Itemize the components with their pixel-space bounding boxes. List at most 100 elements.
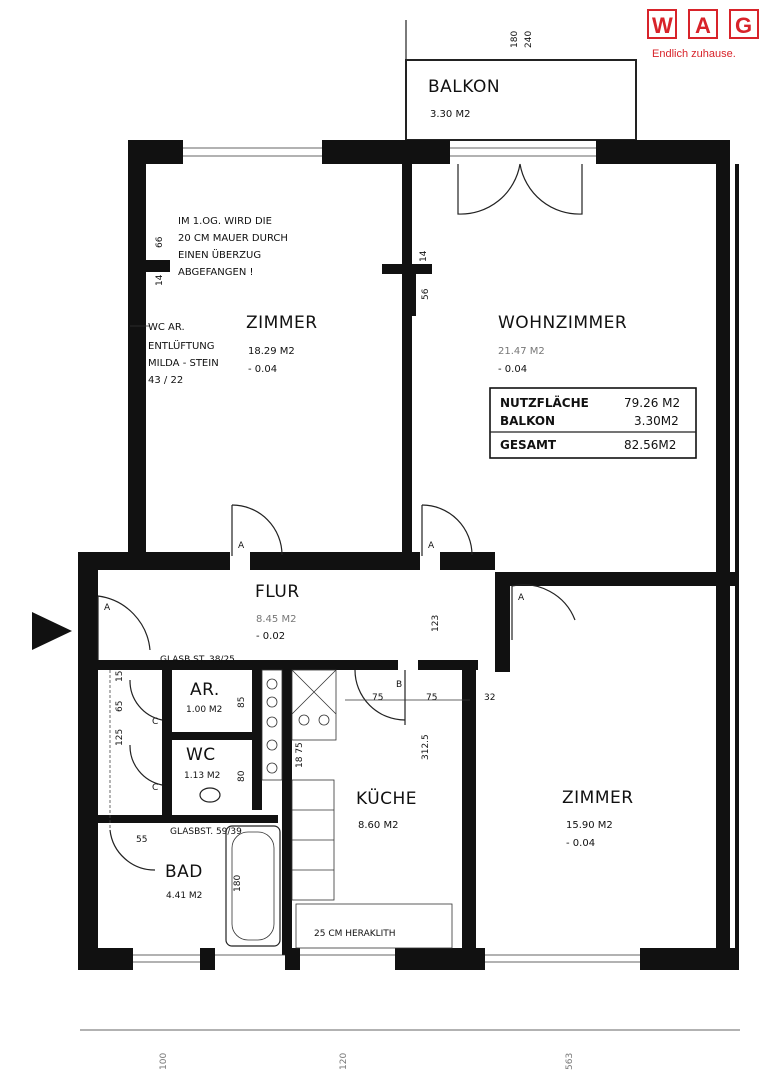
room-level-flur: - 0.02 xyxy=(256,631,285,642)
dim-bottom-3: 563 xyxy=(565,1053,575,1070)
room-area-zimmer-2: 15.90 M2 xyxy=(566,820,613,831)
dim-65: 65 xyxy=(115,701,125,712)
balcony-door xyxy=(457,163,583,215)
room-area-bad: 4.41 M2 xyxy=(166,891,202,901)
room-level-wohnzimmer: - 0.04 xyxy=(498,364,527,375)
door-entrance: A xyxy=(97,595,151,660)
logo-tagline: Endlich zuhause. xyxy=(652,48,736,60)
summary-label-gesamt: GESAMT xyxy=(500,438,557,452)
room-name-ar: AR. xyxy=(190,680,220,700)
wall-note-line-3: EINEN ÜBERZUG xyxy=(178,248,261,261)
vent-note-line-2: ENTLÜFTUNG xyxy=(148,339,215,352)
walls xyxy=(78,140,739,970)
room-level-zimmer-2: - 0.04 xyxy=(566,838,595,849)
dim-66: 66 xyxy=(155,236,165,248)
dim-15: 15 xyxy=(115,671,125,682)
dim-75b: 75 xyxy=(426,693,437,703)
room-name-flur: FLUR xyxy=(255,582,300,602)
room-area-flur: 8.45 M2 xyxy=(256,614,296,625)
room-area-ar: 1.00 M2 xyxy=(186,705,222,715)
heraklith-note: 25 CM HERAKLITH xyxy=(314,929,396,939)
room-ar: AR. 1.00 M2 xyxy=(186,680,222,715)
room-kueche: KÜCHE 8.60 M2 25 CM HERAKLITH 312.5 xyxy=(291,734,453,949)
dim-80: 80 xyxy=(237,770,247,782)
room-wohnzimmer: WOHNZIMMER 21.47 M2 - 0.04 xyxy=(498,313,627,375)
room-zimmer-2: ZIMMER 15.90 M2 - 0.04 xyxy=(562,788,634,849)
area-summary-table: NUTZFLÄCHE 79.26 M2 BALKON 3.30M2 GESAMT… xyxy=(489,387,697,459)
room-area-balkon: 3.30 M2 xyxy=(430,109,470,120)
room-name-bad: BAD xyxy=(165,862,203,882)
dim-bottom-1: 100 xyxy=(159,1053,169,1070)
room-name-zimmer-1: ZIMMER xyxy=(246,313,318,333)
room-name-zimmer-2: ZIMMER xyxy=(562,788,634,808)
vent-note-line-4: 43 / 22 xyxy=(148,375,183,386)
door-zimmer1: A xyxy=(231,504,283,556)
pillar-marker: 14 56 xyxy=(382,250,432,316)
room-area-kueche: 8.60 M2 xyxy=(358,820,398,831)
room-bad: GLASBST. 59/39 BAD 4.41 M2 180 xyxy=(165,825,281,947)
door-kueche xyxy=(354,669,406,725)
glass-note-2: GLASBST. 59/39 xyxy=(170,827,242,837)
svg-text:A: A xyxy=(428,541,435,551)
dim-top-240: 240 xyxy=(524,31,534,48)
wall-note-line-4: ABGEFANGEN ! xyxy=(178,267,253,278)
logo-letter-a: A xyxy=(695,13,711,38)
svg-text:A: A xyxy=(518,593,525,603)
vent-note-line-1: WC AR. xyxy=(148,322,185,333)
bottom-dimensions: 100 120 563 xyxy=(80,1029,740,1070)
room-name-wc: WC xyxy=(186,745,216,765)
wall-note: IM 1.OG. WIRD DIE 20 CM MAUER DURCH EINE… xyxy=(130,212,288,286)
service-shafts: 18 75 xyxy=(261,669,337,781)
door-ar xyxy=(129,679,163,721)
dim-c1: C xyxy=(152,717,158,727)
dim-125: 125 xyxy=(115,729,125,746)
entrance-arrow xyxy=(32,612,72,650)
dim-14a: 14 xyxy=(155,274,165,286)
room-zimmer-1: ZIMMER 18.29 M2 - 0.04 xyxy=(246,313,318,375)
svg-text:A: A xyxy=(238,541,245,551)
dim-75a: 75 xyxy=(372,693,383,703)
vent-note-line-3: MILDA - STEIN xyxy=(148,358,219,369)
door-bad xyxy=(109,829,156,871)
dim-56: 56 xyxy=(421,288,431,300)
room-level-zimmer-1: - 0.04 xyxy=(248,364,277,375)
door-wohnzimmer: A xyxy=(421,504,473,556)
dim-14b: 14 xyxy=(419,250,429,262)
dim-85: 85 xyxy=(237,697,247,708)
dim-32: 32 xyxy=(484,693,495,703)
room-area-wc: 1.13 M2 xyxy=(184,771,220,781)
dim-3125: 312.5 xyxy=(421,734,431,760)
room-wc: WC 1.13 M2 xyxy=(184,745,221,803)
glass-note-1: GLASB.ST. 38/25 xyxy=(160,655,235,665)
summary-label-balkon: BALKON xyxy=(500,414,555,428)
room-name-balkon: BALKON xyxy=(428,77,500,97)
dim-180-bath: 180 xyxy=(233,875,243,892)
room-name-kueche: KÜCHE xyxy=(356,787,417,809)
dim-bottom-2: 120 xyxy=(339,1053,349,1070)
summary-value-nutzflaeche: 79.26 M2 xyxy=(624,396,680,410)
balcony: BALKON 3.30 M2 xyxy=(405,59,637,141)
room-flur: FLUR 8.45 M2 - 0.02 123 GLASB.ST. 38/25 xyxy=(160,582,441,665)
wag-logo: W A G Endlich zuhause. xyxy=(647,9,759,60)
kitchen-dimensions: 75 B 75 32 xyxy=(345,680,495,703)
logo-letter-g: G xyxy=(735,13,752,38)
wall-note-line-1: IM 1.OG. WIRD DIE xyxy=(178,216,272,227)
vent-note: WC AR. ENTLÜFTUNG MILDA - STEIN 43 / 22 xyxy=(130,322,219,386)
room-area-wohnzimmer: 21.47 M2 xyxy=(498,346,545,357)
dim-b: B xyxy=(396,680,402,690)
dim-top-180: 180 xyxy=(510,31,520,48)
logo-letter-w: W xyxy=(652,13,673,38)
dim-c2: C xyxy=(152,783,158,793)
bath-dimensions: 15 65 125 85 80 C C 55 xyxy=(109,670,247,845)
dim-1875: 18 75 xyxy=(295,742,305,768)
door-wc xyxy=(129,744,163,786)
summary-label-nutzflaeche: NUTZFLÄCHE xyxy=(500,395,589,410)
room-name-wohnzimmer: WOHNZIMMER xyxy=(498,313,627,333)
door-zimmer2: A xyxy=(511,584,576,640)
summary-value-gesamt: 82.56M2 xyxy=(624,438,676,452)
wall-note-line-2: 20 CM MAUER DURCH xyxy=(178,233,288,244)
room-area-zimmer-1: 18.29 M2 xyxy=(248,346,295,357)
svg-text:A: A xyxy=(104,603,111,613)
dim-123: 123 xyxy=(431,615,441,632)
